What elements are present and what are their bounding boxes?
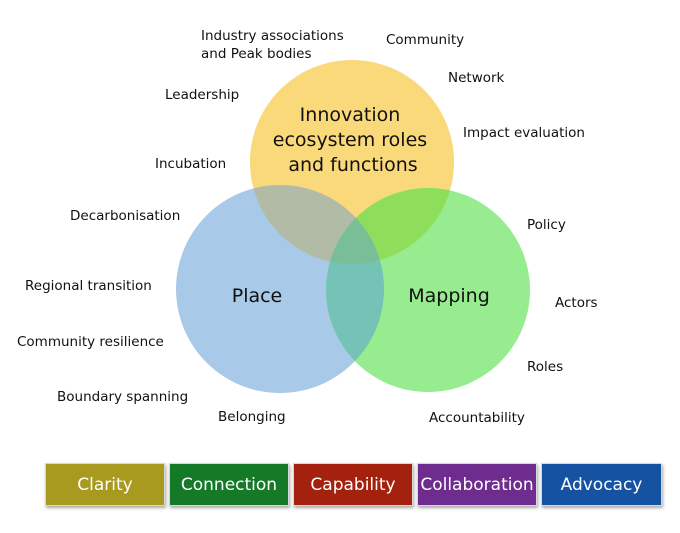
term-decarbonisation: Decarbonisation: [70, 208, 180, 224]
term-actors: Actors: [555, 295, 598, 311]
term-community: Community: [386, 32, 464, 48]
pillar-advocacy: Advocacy: [541, 463, 662, 506]
innovation-mapping-overlap: [326, 188, 454, 264]
term-belonging: Belonging: [218, 409, 286, 425]
term-policy: Policy: [527, 217, 566, 233]
term-industry-associations-line-1: Industry associations: [201, 28, 344, 44]
place-circle-label: Place: [232, 285, 283, 307]
pillar-connection: Connection: [169, 463, 289, 506]
pillar-clarity: Clarity: [45, 463, 165, 506]
term-community-resilience: Community resilience: [17, 334, 164, 350]
innovation-place-overlap: [250, 185, 384, 264]
term-leadership: Leadership: [165, 87, 239, 103]
term-impact-evaluation: Impact evaluation: [463, 125, 585, 141]
innovation-label-line-2: ecosystem roles: [273, 129, 427, 151]
term-accountability: Accountability: [429, 410, 525, 426]
term-regional-transition: Regional transition: [25, 278, 152, 294]
term-network: Network: [448, 70, 505, 86]
pillar-collaboration: Collaboration: [417, 463, 537, 506]
innovation-label-line-1: Innovation: [300, 104, 401, 126]
term-industry-associations: Industry associations and Peak bodies: [201, 28, 348, 62]
innovation-circle-label: Innovation ecosystem roles and functions: [273, 104, 433, 176]
innovation-label-line-3: and functions: [288, 154, 417, 176]
term-industry-associations-line-2: and Peak bodies: [201, 46, 312, 62]
term-boundary-spanning: Boundary spanning: [57, 389, 188, 405]
term-roles: Roles: [527, 359, 563, 375]
mapping-circle-label: Mapping: [408, 285, 490, 307]
pillar-capability: Capability: [293, 463, 413, 506]
term-incubation: Incubation: [155, 156, 226, 172]
